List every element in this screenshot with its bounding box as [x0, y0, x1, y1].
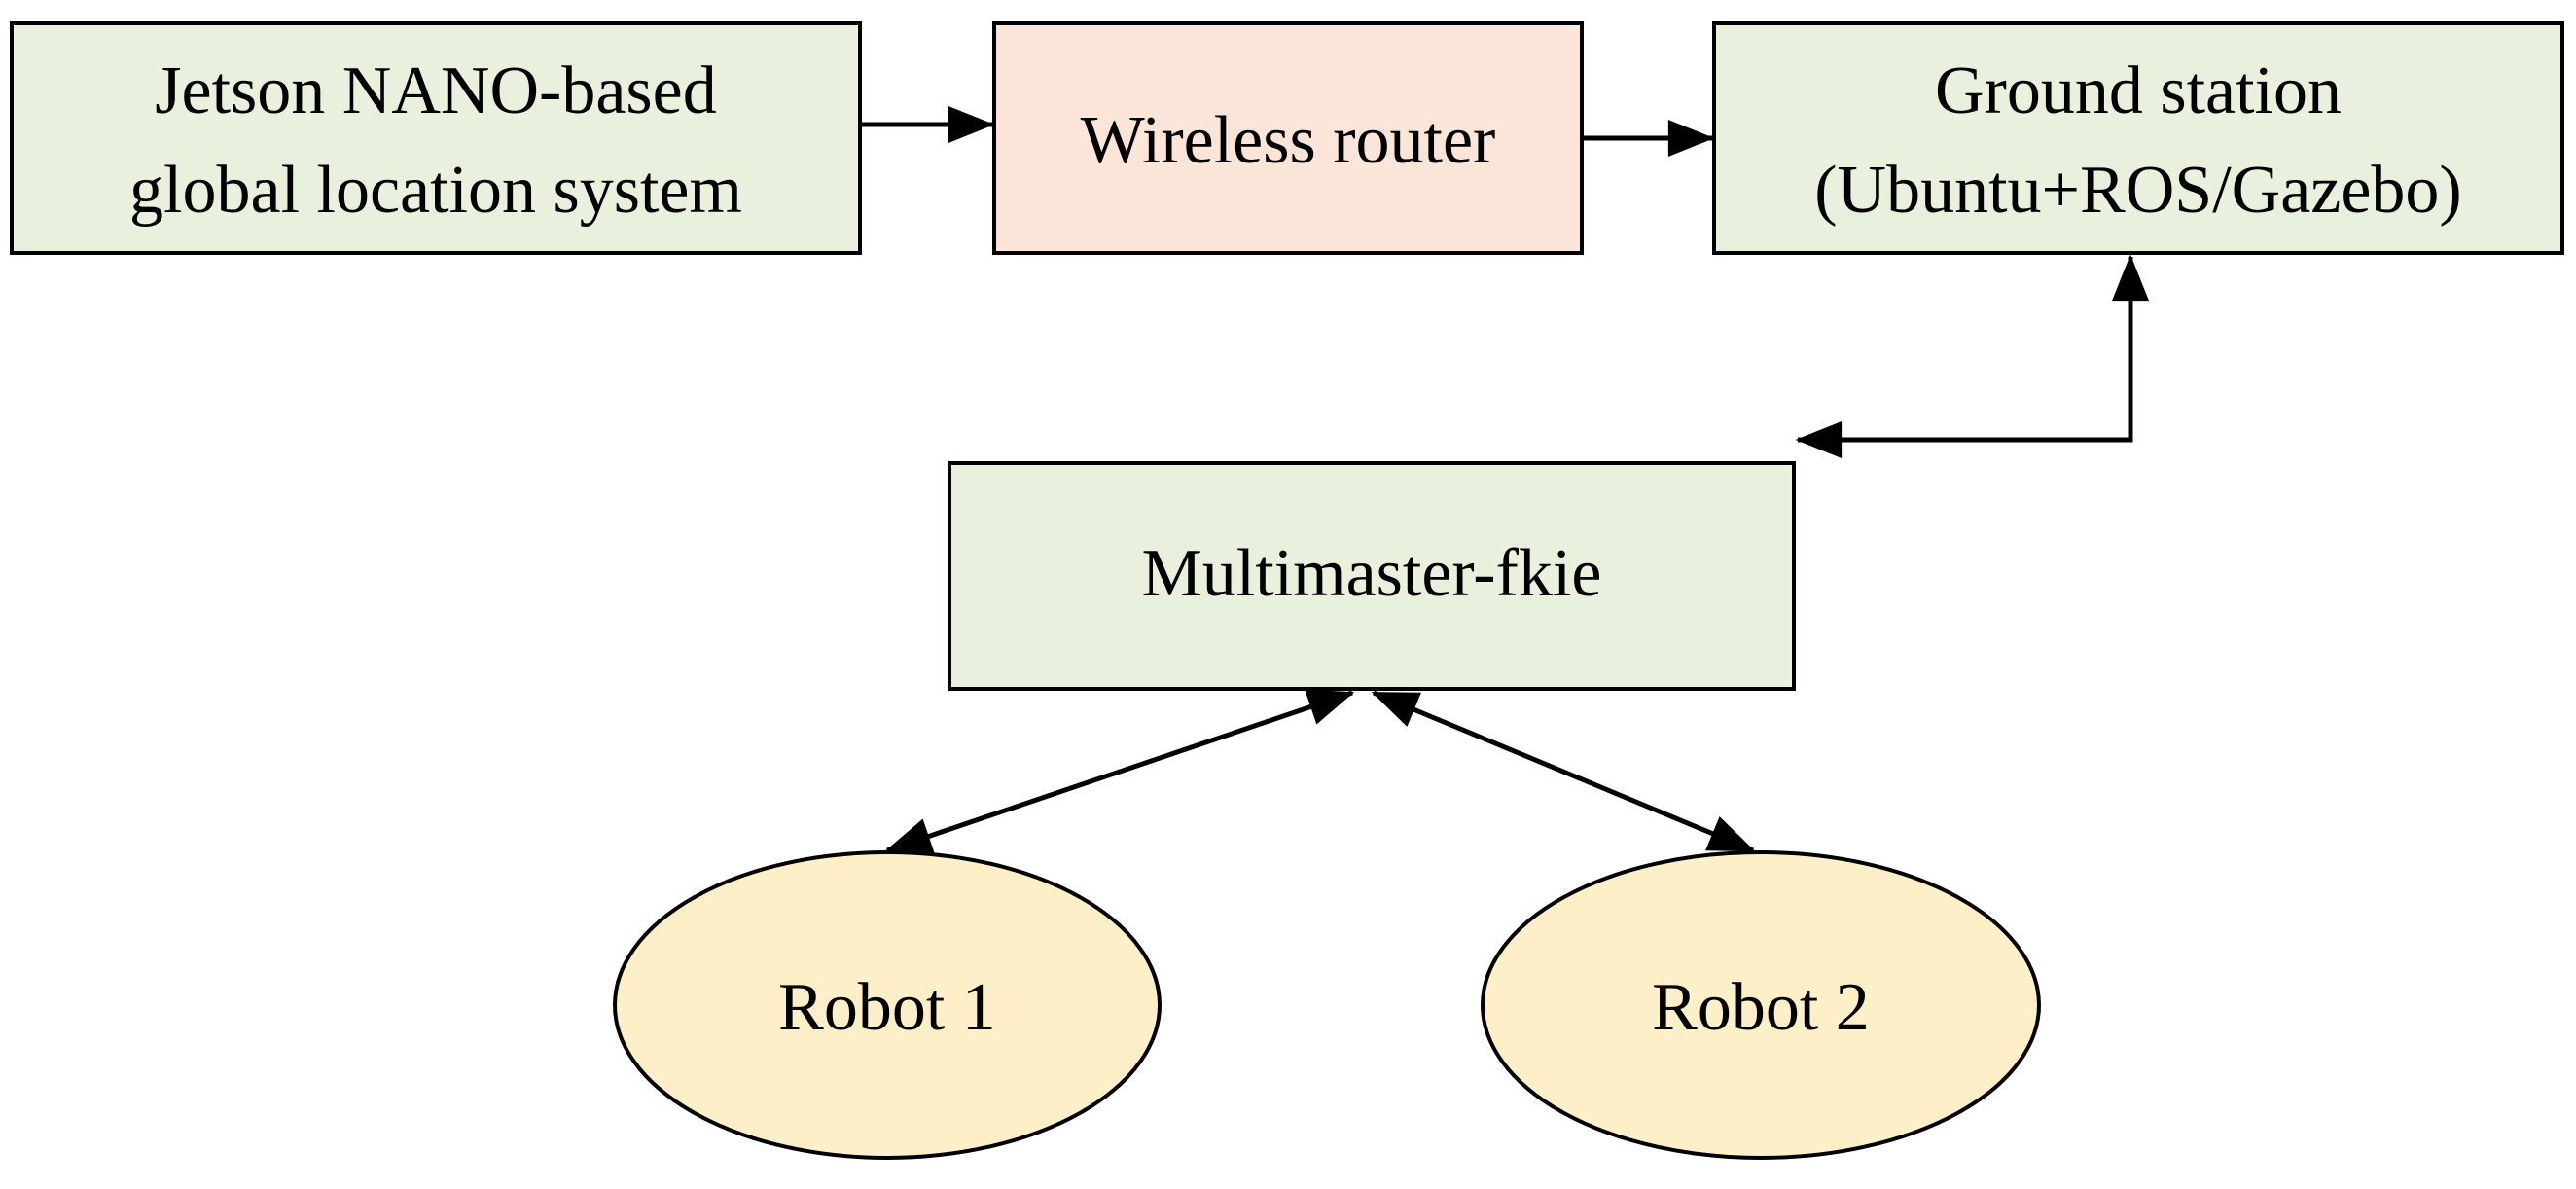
- jetson-box: [10, 21, 862, 255]
- ground-station-label-line2: (Ubuntu+ROS/Gazebo): [1814, 153, 2461, 228]
- jetson-node: Jetson NANO-based global location system: [10, 21, 862, 255]
- router-box: [992, 21, 1584, 255]
- robot1-label: Robot 1: [778, 970, 996, 1045]
- router-label: Wireless router: [1081, 103, 1496, 178]
- jetson-label-line2: global location system: [129, 153, 742, 228]
- multimaster-box: [948, 461, 1796, 691]
- robot2-node: Robot 2: [1481, 850, 2041, 1160]
- ground-station-box: [1712, 21, 2564, 255]
- jetson-label-line1: Jetson NANO-based: [155, 54, 716, 128]
- robot2-ellipse: [1481, 850, 2041, 1160]
- router-node: Wireless router: [992, 21, 1584, 255]
- arrow-multimaster-robot2: [1371, 690, 1756, 853]
- ground-station-label-line1: Ground station: [1935, 54, 2342, 128]
- multimaster-node: Multimaster-fkie: [948, 461, 1796, 691]
- robot2-label: Robot 2: [1652, 970, 1870, 1045]
- ground-station-node: Ground station (Ubuntu+ROS/Gazebo): [1712, 21, 2564, 255]
- arrow-multimaster-ground-station: [1795, 254, 2149, 458]
- arrow-multimaster-robot1: [884, 689, 1355, 854]
- multimaster-label: Multimaster-fkie: [1142, 536, 1602, 611]
- robot1-node: Robot 1: [613, 850, 1162, 1160]
